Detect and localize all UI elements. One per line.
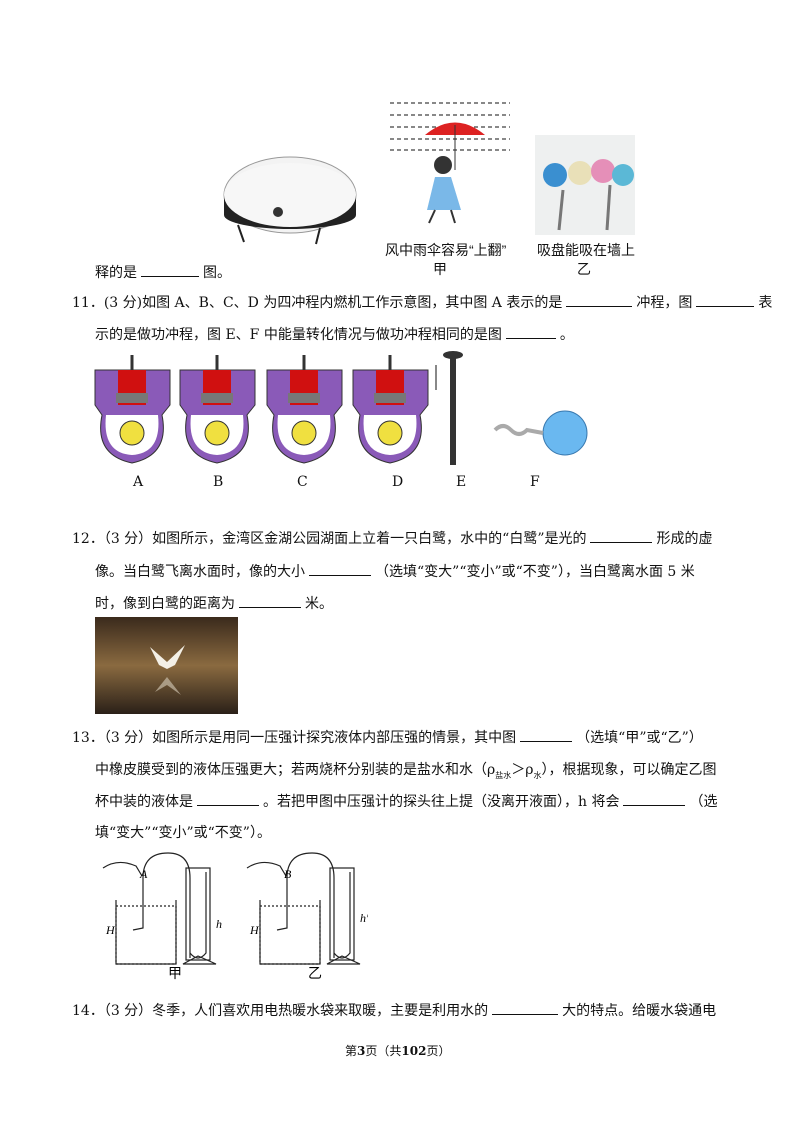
engine-label-e: E xyxy=(456,474,467,490)
q12-line2: 像。当白鹭飞离水面时，像的大小（选填“变大”“变小”或“不变”），当白鹭离水面 … xyxy=(95,561,695,581)
q13-line2: 中橡皮膜受到的液体压强更大；若两烧杯分别装的是盐水和水（ρ盐水＞ρ水），根据现象… xyxy=(95,762,717,780)
page-footer: 第3页（共102页） xyxy=(345,1044,451,1058)
q12-line1: 12．（3 分）如图所示，金湾区金湖公园湖面上立着一只白鹭，水中的“白鹭”是光的… xyxy=(72,528,712,548)
engine-diagram xyxy=(94,355,171,464)
figure-label-yi: 乙 xyxy=(308,965,322,981)
engine-diagram xyxy=(179,355,256,464)
engine-label-b: B xyxy=(213,474,224,490)
engine-label-d: D xyxy=(392,474,404,490)
probe-label-a: A xyxy=(139,867,148,881)
height-label-h2: h′ xyxy=(360,911,368,925)
depth-label-h2: H xyxy=(249,923,260,937)
q13-line4: 填“变大”“变小”或“不变”）。 xyxy=(95,825,271,841)
figure-label-jia: 甲 xyxy=(168,965,182,981)
engine-diagram xyxy=(266,355,343,464)
suction-cup-image xyxy=(535,135,635,235)
q14-line1: 14．（3 分）冬季，人们喜欢用电热暖水袋来取暖，主要是利用水的大的特点。给暖水… xyxy=(72,1000,716,1020)
q13-line3: 杯中装的液体是。若把甲图中压强计的探头往上提（没离开液面），h 将会（选 xyxy=(95,791,717,811)
q11-line1: 11．(3 分)如图 A、B、C、D 为四冲程内燃机工作示意图，其中图 A 表示… xyxy=(72,292,772,312)
robot-vacuum-image xyxy=(223,156,357,245)
umbrella-label: 甲 xyxy=(433,261,447,277)
suction-label: 乙 xyxy=(577,261,591,277)
q12-line3: 时，像到白鹭的距离为米。 xyxy=(95,593,333,613)
q10-tail: 释的是图。 xyxy=(95,262,231,282)
depth-label-h1: H xyxy=(105,923,116,937)
pressure-gauge-figure: A H h B H h′ 甲 乙 xyxy=(102,852,368,981)
umbrella-wind-image xyxy=(390,102,510,224)
engine-label-c: C xyxy=(297,474,308,490)
egret-photo xyxy=(95,617,238,714)
engine-diagram xyxy=(352,355,429,464)
probe-label-b: B xyxy=(284,867,292,881)
q11-line2: 示的是做功冲程，图 E、F 中能量转化情况与做功冲程相同的是图。 xyxy=(95,324,574,344)
umbrella-caption: 风中雨伞容易“上翻” xyxy=(385,242,507,258)
engine-label-a: A xyxy=(133,474,144,490)
suction-caption: 吸盘能吸在墙上 xyxy=(537,242,635,258)
engine-label-f: F xyxy=(530,474,540,490)
engine-strokes-figure xyxy=(94,351,588,465)
height-label-h1: h xyxy=(216,917,222,931)
q13-line1: 13．（3 分）如图所示是用同一压强计探究液体内部压强的情景，其中图（选填“甲”… xyxy=(72,727,703,747)
